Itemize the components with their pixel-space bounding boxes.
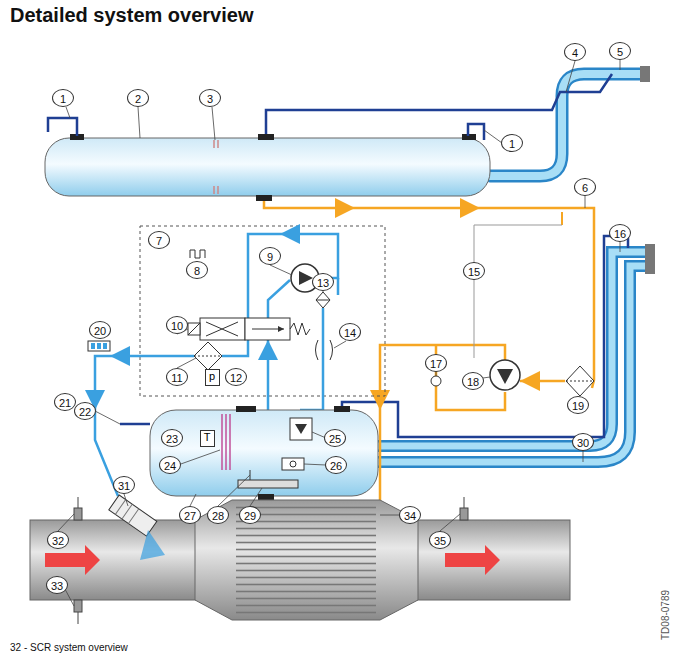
- callout-number: 14: [339, 323, 361, 341]
- callout-number: 25: [324, 429, 346, 447]
- callout-number: 31: [113, 476, 135, 494]
- callout-number: 16: [609, 224, 631, 242]
- callout-number: 35: [429, 531, 451, 549]
- callout-number: 7: [148, 231, 170, 249]
- callout-number: 11: [166, 368, 188, 386]
- callout-number: 4: [564, 43, 586, 61]
- callout-number: 21: [54, 393, 76, 411]
- callout-number: 18: [462, 372, 484, 390]
- symbol-letter: T: [204, 431, 211, 443]
- callout-number: 24: [159, 456, 181, 474]
- symbol-letter: p: [209, 370, 215, 382]
- callout-number: 28: [207, 506, 229, 524]
- callout-number: 12: [225, 368, 247, 386]
- callout-number: 34: [399, 506, 421, 524]
- symbol-box: p: [205, 369, 220, 386]
- callout-number: 1: [52, 89, 74, 107]
- callout-number: 22: [74, 402, 96, 420]
- symbol-box: T: [200, 430, 215, 447]
- callout-number: 33: [46, 576, 68, 594]
- drawing-number: TD08-0789: [660, 590, 671, 640]
- callout-number: 6: [574, 178, 596, 196]
- callout-number: 3: [199, 89, 221, 107]
- page-caption: 32 - SCR system overview: [10, 642, 128, 653]
- callout-number: 29: [239, 506, 261, 524]
- callout-number: 30: [572, 433, 594, 451]
- callout-number: 20: [89, 321, 111, 339]
- callout-number: 8: [186, 261, 208, 279]
- callout-number: 32: [47, 531, 69, 549]
- callout-number: 13: [312, 273, 334, 291]
- callout-number: 23: [161, 429, 183, 447]
- callout-number: 15: [463, 262, 485, 280]
- callout-number: 27: [179, 506, 201, 524]
- callout-number: 5: [609, 42, 631, 60]
- callout-number: 26: [325, 456, 347, 474]
- callout-number: 19: [567, 396, 589, 414]
- callout-number: 10: [166, 316, 188, 334]
- callout-number: 2: [127, 89, 149, 107]
- callout-number: 17: [425, 354, 447, 372]
- callout-number: 9: [259, 247, 281, 265]
- diagram-title: Detailed system overview: [10, 4, 253, 27]
- callout-number: 1: [501, 134, 523, 152]
